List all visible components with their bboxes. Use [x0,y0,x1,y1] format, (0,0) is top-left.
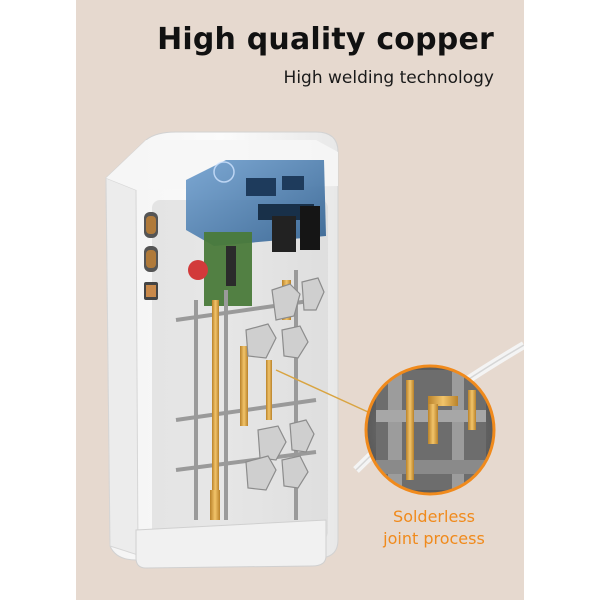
power-strip-illustration [105,131,524,569]
housing-base [135,519,327,569]
callout-line [275,369,369,413]
usb-ports [144,212,158,300]
circuit-board [186,160,326,306]
callout-line-2: joint process [383,529,485,548]
callout-caption: Solderless joint process [368,506,500,550]
subheadline: High welding technology [283,68,494,88]
socket-clips [245,277,325,491]
zoom-detail [364,364,496,496]
product-panel: High quality copper High welding technol… [76,0,524,600]
headline: High quality copper [157,22,494,57]
callout-line-1: Solderless [393,507,475,526]
red-capacitor [188,260,208,280]
